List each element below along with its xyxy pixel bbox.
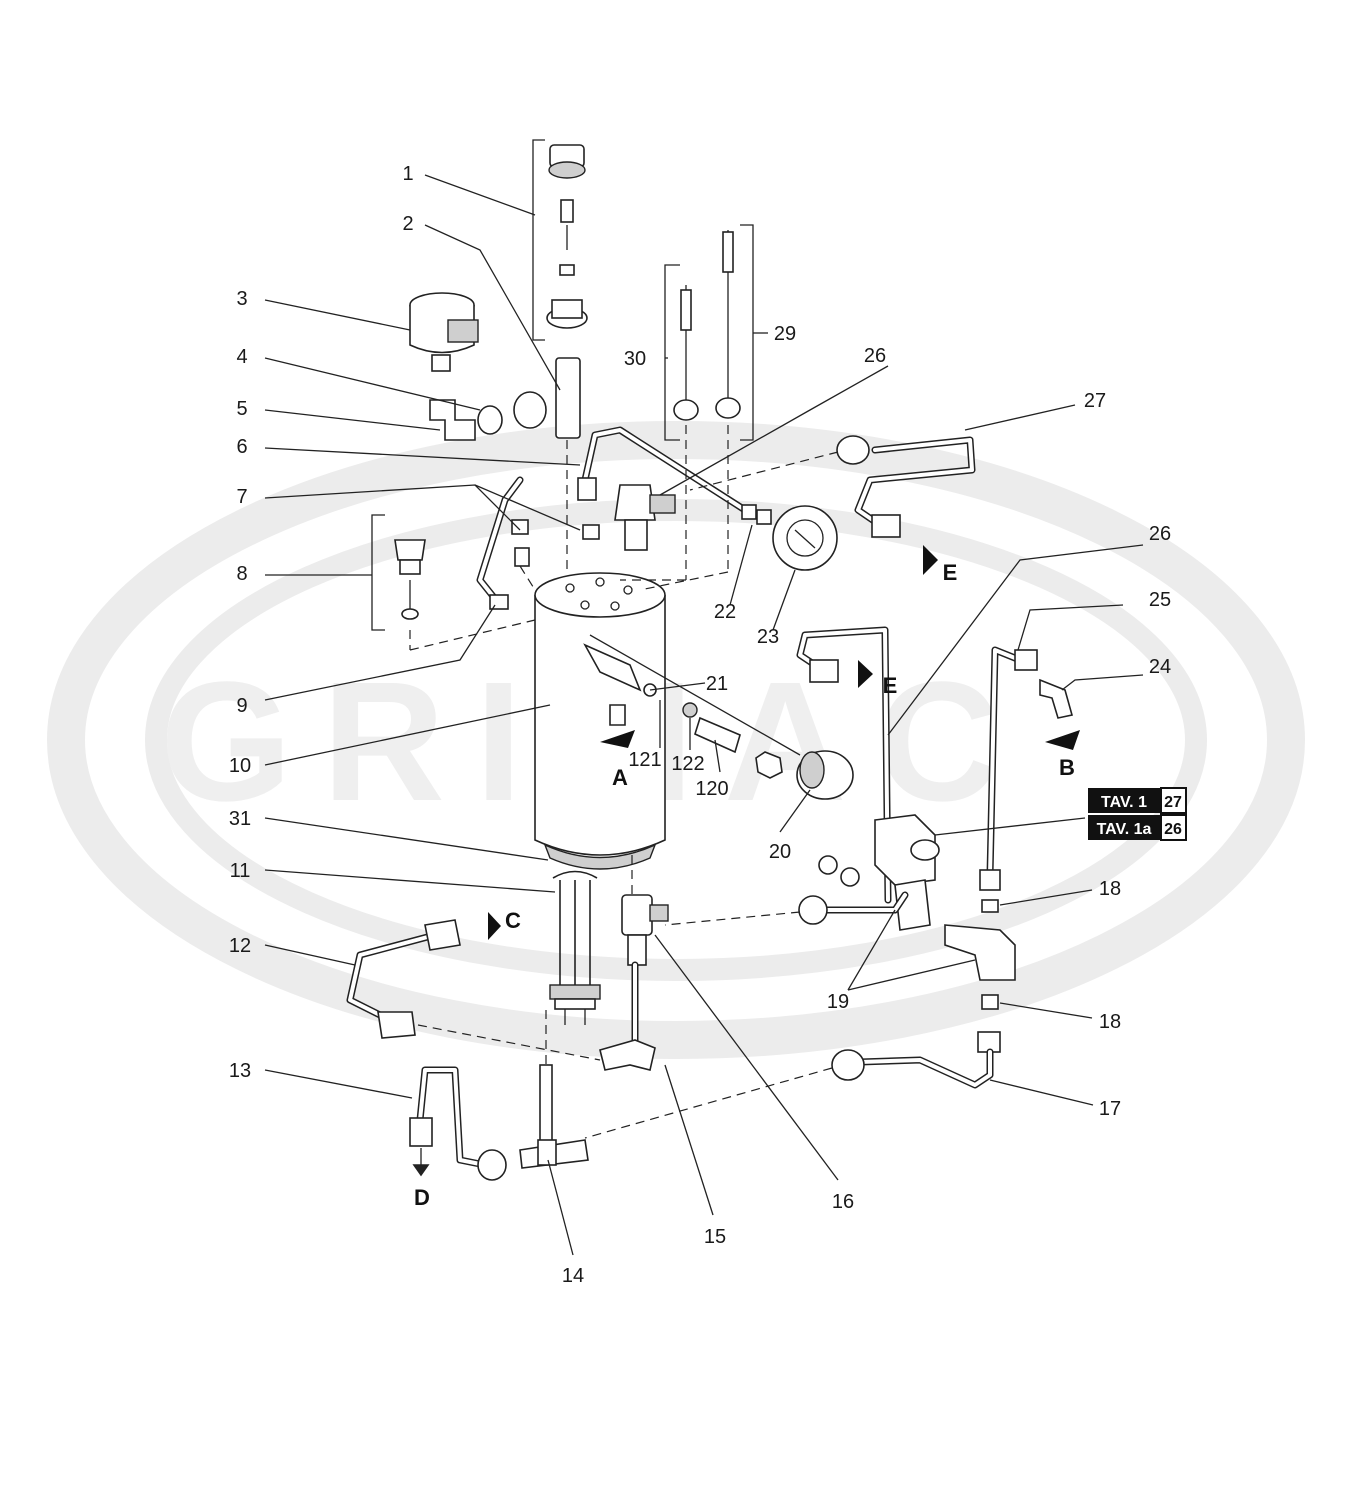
callout-17: 17 [1099, 1098, 1121, 1120]
callout-121: 121 [628, 749, 661, 771]
table-ref-2-number: 26 [1164, 821, 1182, 838]
label-a: A [612, 765, 628, 790]
table-ref-2-label: TAV. 1a [1097, 821, 1152, 838]
callout-labels: 1 2 3 4 5 6 7 8 9 10 31 11 12 13 14 15 1… [229, 163, 1171, 1287]
connection-arrows [488, 545, 1080, 940]
callout-22: 22 [714, 601, 736, 623]
callout-15: 15 [704, 1226, 726, 1248]
anti-vacuum-valve [614, 484, 676, 551]
fitting-16 [621, 855, 669, 1044]
solenoid-block [664, 814, 940, 931]
callout-6: 6 [236, 436, 247, 458]
callout-3: 3 [236, 288, 247, 310]
callout-18-upper: 18 [1099, 878, 1121, 900]
leader-lines [264, 139, 1144, 1256]
table-ref-1-number: 27 [1164, 794, 1182, 811]
boiler-tank [534, 572, 666, 870]
callout-29: 29 [774, 323, 796, 345]
elbow-15 [599, 1039, 656, 1071]
callout-1: 1 [402, 163, 413, 185]
callout-10: 10 [229, 755, 251, 777]
callout-11: 11 [230, 860, 251, 882]
callout-12: 12 [229, 935, 251, 957]
pipe-e-mid [796, 626, 892, 904]
callout-20: 20 [769, 841, 791, 863]
manometer [741, 504, 838, 571]
callout-27: 27 [1084, 390, 1106, 412]
callout-9: 9 [236, 695, 247, 717]
table-ref-1-label: TAV. 1 [1101, 794, 1147, 811]
callout-122: 122 [671, 753, 704, 775]
callout-7: 7 [236, 486, 247, 508]
elbow-24 [1039, 678, 1073, 719]
fittings-7 [511, 519, 600, 591]
callout-31: 31 [229, 808, 251, 830]
elbow-fittings [429, 391, 547, 441]
pipe-12 [346, 919, 601, 1061]
pressure-switch [409, 292, 479, 372]
callout-18-lower: 18 [1099, 1011, 1121, 1033]
connection-letters: A B C D E E [414, 560, 1075, 1210]
callout-24: 24 [1149, 656, 1171, 678]
level-probes [620, 224, 754, 591]
pipe-13 [409, 1066, 507, 1181]
callout-14: 14 [562, 1265, 584, 1287]
callout-5: 5 [236, 398, 247, 420]
callout-21: 21 [706, 673, 728, 695]
label-c: C [505, 908, 521, 933]
label-e-upper: E [943, 560, 958, 585]
label-d: D [414, 1185, 430, 1210]
table-references: TAV. 1 27 TAV. 1a 26 [1088, 787, 1187, 841]
callout-13: 13 [229, 1060, 251, 1082]
callout-2: 2 [402, 213, 413, 235]
callout-28-left: 26 [864, 345, 886, 367]
tee-fitting-14 [519, 1010, 589, 1169]
callout-4: 4 [236, 346, 247, 368]
callout-26: 26 [1149, 523, 1171, 545]
callout-120: 120 [695, 778, 728, 800]
callout-30: 30 [624, 348, 646, 370]
label-b: B [1059, 755, 1075, 780]
pipe-27 [689, 435, 976, 538]
part-20-cap [796, 750, 854, 800]
callout-16: 16 [832, 1191, 854, 1213]
pipe-21-assembly [583, 634, 801, 779]
pipe-25-assembly [944, 646, 1038, 1053]
vacuum-valve [371, 514, 426, 650]
safety-valve-assembly [546, 144, 588, 570]
label-e-mid: E [883, 673, 898, 698]
callout-19: 19 [827, 991, 849, 1013]
pipe-6 [577, 426, 749, 514]
callout-8: 8 [236, 563, 247, 585]
callout-23: 23 [757, 626, 779, 648]
pipe-17 [584, 1048, 994, 1139]
heating-element [549, 870, 601, 1025]
callout-25: 25 [1149, 589, 1171, 611]
